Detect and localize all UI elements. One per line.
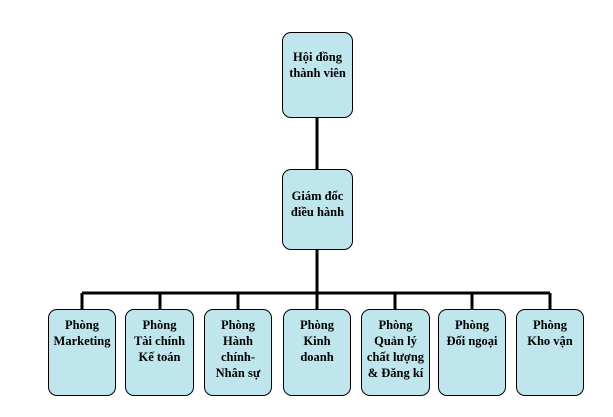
dept-label-line: Kế toán bbox=[138, 350, 181, 364]
dept-label-line: Nhân sự bbox=[215, 366, 261, 380]
dept-label-line: Phòng bbox=[299, 318, 335, 332]
dept-box-marketing: Phòng Marketing bbox=[48, 309, 116, 396]
dept-label-line: Phòng bbox=[532, 318, 568, 332]
dept-label-line: & Đăng kí bbox=[367, 366, 424, 380]
dept-box-business: Phòng Kinh doanh bbox=[283, 309, 351, 396]
board-label-line-2: thành viên bbox=[289, 66, 346, 80]
director-label-line-1: Giám đốc bbox=[291, 189, 344, 203]
dept-label-line: Tài chính bbox=[133, 334, 186, 348]
dept-label-line: Phòng bbox=[64, 318, 100, 332]
board-label-line-1: Hội đồng bbox=[293, 50, 342, 64]
dept-label-line: Kho vận bbox=[527, 334, 573, 348]
director-label-line-2: điều hành bbox=[290, 205, 345, 219]
dept-label-line: chính- bbox=[220, 350, 256, 364]
dept-label-line: Phòng bbox=[454, 318, 490, 332]
dept-label-line: Đối ngoại bbox=[446, 334, 498, 348]
board-box: Hội đồng thành viên bbox=[282, 32, 353, 118]
dept-label-line: Hành bbox=[223, 334, 253, 348]
dept-box-quality-registration: Phòng Quản lý chất lượng & Đăng kí bbox=[361, 309, 430, 396]
dept-box-admin-hr: Phòng Hành chính- Nhân sự bbox=[204, 309, 272, 396]
dept-box-external-affairs: Phòng Đối ngoại bbox=[438, 309, 506, 396]
dept-label-line: Phòng bbox=[220, 318, 256, 332]
dept-label-line: Kinh bbox=[303, 334, 331, 348]
director-box: Giám đốc điều hành bbox=[282, 169, 353, 250]
dept-label-line: doanh bbox=[300, 350, 334, 364]
dept-label-line: Marketing bbox=[53, 334, 111, 348]
dept-label-line: Phòng bbox=[142, 318, 177, 332]
dept-box-logistics: Phòng Kho vận bbox=[516, 309, 584, 396]
dept-label-line: Phòng bbox=[378, 318, 413, 332]
dept-label-line: Quản lý bbox=[374, 334, 417, 348]
dept-label-line: chất lượng bbox=[366, 350, 425, 364]
dept-box-finance-accounting: Phòng Tài chính Kế toán bbox=[125, 309, 194, 396]
